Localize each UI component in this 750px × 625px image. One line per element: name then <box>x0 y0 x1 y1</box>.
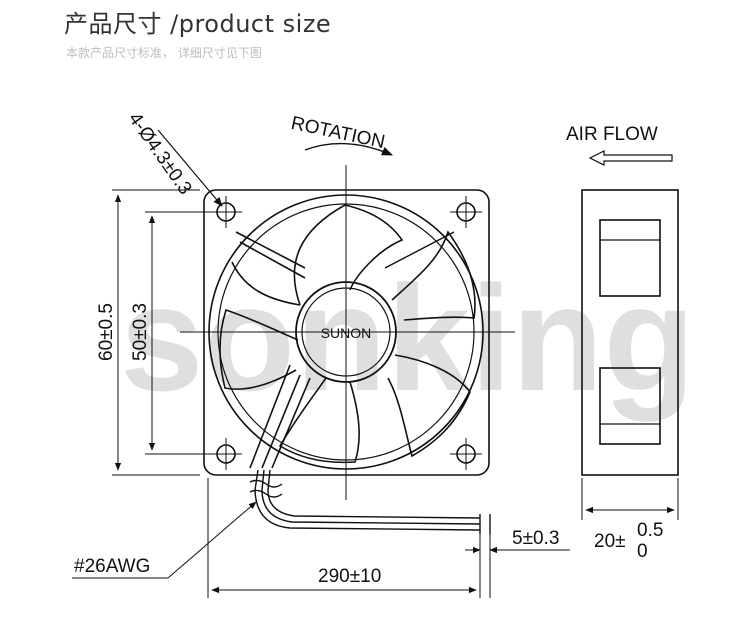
page-title: 产品尺寸 /product size <box>64 10 332 38</box>
wire-gauge-label: #26AWG <box>74 556 150 577</box>
rotation-label: ROTATION <box>289 113 387 153</box>
watermark: sonking <box>120 254 695 422</box>
thickness-minus-label: 0 <box>637 541 648 562</box>
thickness-plus-label: 0.5 <box>637 520 663 541</box>
fan-blades <box>219 204 476 464</box>
thickness-base-label: 20± <box>594 531 626 552</box>
airflow-arrow <box>588 150 673 166</box>
dim-outer-label: 60±0.5 <box>96 303 117 361</box>
hole-spec-label: 4-Ø4.3±0.3 <box>124 109 196 199</box>
hole-spec-leader <box>157 129 223 207</box>
brand-label: SUNON <box>321 325 372 341</box>
lead-length-label: 290±10 <box>318 566 381 587</box>
fan-side-view <box>581 189 679 476</box>
airflow-label: AIR FLOW <box>566 124 658 145</box>
rotation-arrow <box>304 142 394 156</box>
strip-length-label: 5±0.3 <box>512 528 559 549</box>
page-subtitle: 本款产品尺寸标准， 详细尺寸见下图 <box>66 46 262 60</box>
lead-wires <box>249 469 491 534</box>
dim-inner-label: 50±0.3 <box>130 303 151 361</box>
